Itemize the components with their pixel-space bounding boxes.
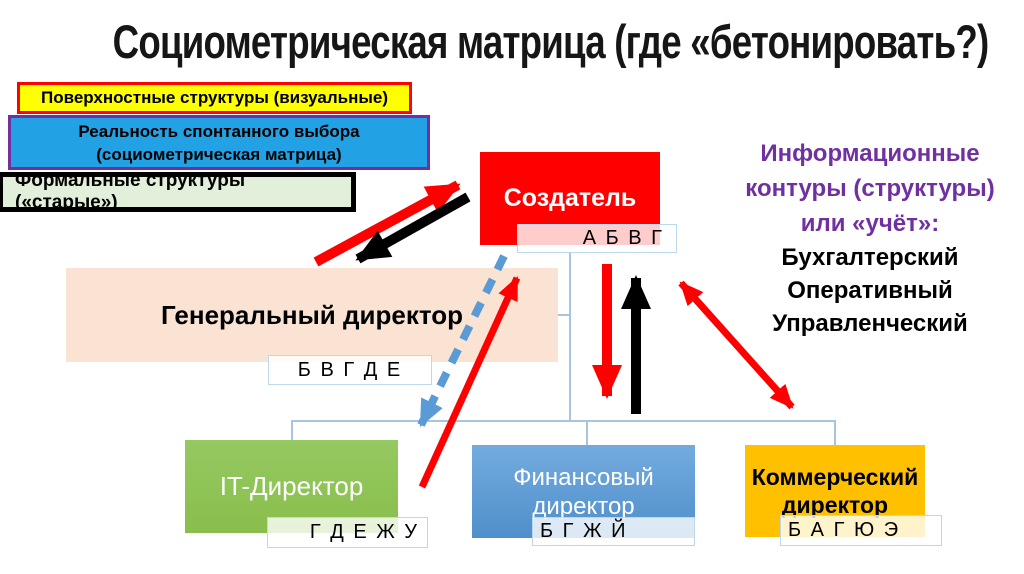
node-general-label: Генеральный директор (161, 299, 463, 330)
info-note: Информационные контуры (структуры) или «… (718, 136, 1022, 340)
info-note-heading: Информационные контуры (структуры) или «… (745, 140, 995, 237)
connector-drop-finance (586, 420, 588, 445)
info-note-items: Бухгалтерский Оперативный Управленческий (772, 244, 968, 337)
node-finance-label: Финансовый директор (513, 463, 654, 520)
connector-horizontal-bar (291, 420, 836, 422)
choices-general: Б В Г Д Е (268, 355, 432, 385)
choices-commercial: Б А Г Ю Э (780, 515, 942, 546)
node-commercial-label: Коммерческий директор (751, 464, 919, 518)
connector-drop-commercial (834, 420, 836, 445)
choices-it: Г Д Е Ж У (267, 517, 428, 548)
node-general-director: Генеральный директор (66, 268, 558, 362)
legend-surface-structures: Поверхностные структуры (визуальные) (17, 82, 412, 114)
slide-title: Социометрическая матрица (где «бетониров… (112, 15, 990, 68)
arrow-creator-to-general-icon (355, 192, 471, 264)
node-creator-label: Создатель (503, 184, 637, 212)
node-it-label: IT-Директор (219, 471, 364, 501)
choices-general-text: Б В Г Д Е (297, 358, 403, 381)
legend-surface-label: Поверхностные структуры (визуальные) (40, 88, 388, 107)
choices-finance-text: Б Г Ж Й (540, 520, 628, 542)
choices-finance: Б Г Ж Й (532, 517, 695, 546)
choices-creator-text: А Б В Г (582, 227, 664, 249)
legend-formal-label: Формальные структуры («старые») (15, 170, 246, 213)
choices-commercial-text: Б А Г Ю Э (788, 519, 901, 541)
legend-formal-structures: Формальные структуры («старые») (0, 170, 356, 213)
choices-it-text: Г Д Е Ж У (309, 521, 419, 543)
legend-reality-label: Реальность спонтанного выбора (социометр… (78, 121, 360, 164)
connector-creator-vertical (569, 253, 571, 421)
connector-general-stub (558, 314, 570, 316)
connector-drop-it (291, 420, 293, 440)
choices-creator: А Б В Г (517, 224, 677, 253)
legend-spontaneous-choice: Реальность спонтанного выбора (социометр… (8, 115, 430, 170)
